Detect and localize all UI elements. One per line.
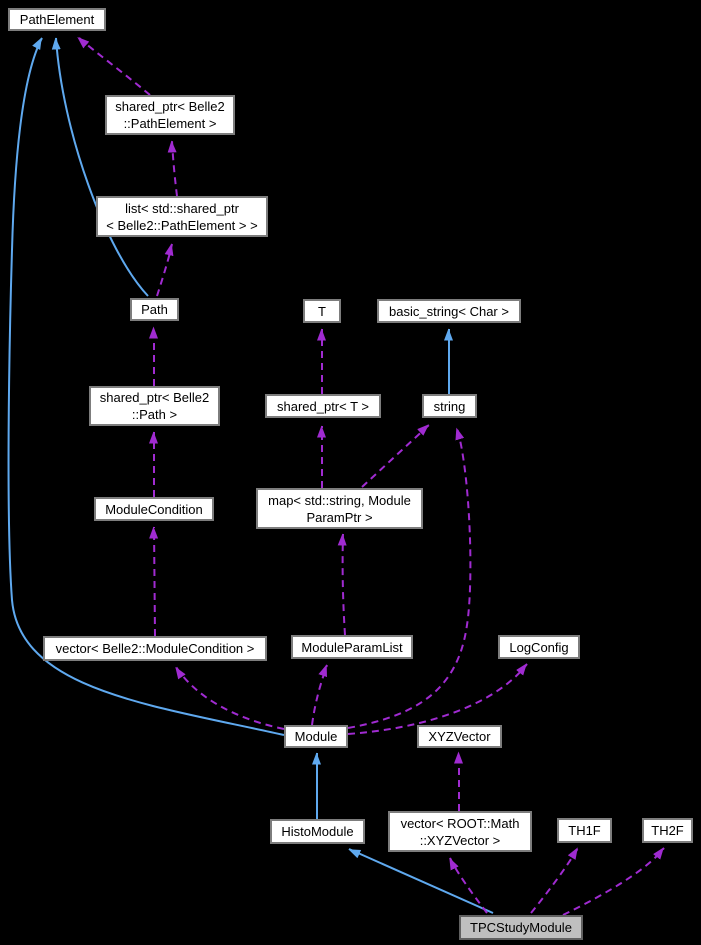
node-label: vector< Belle2::ModuleCondition > [55, 641, 255, 656]
node-label: T [318, 303, 326, 319]
edge-list-to-sharedptr-pathelement [167, 140, 178, 197]
edge-vector-modulecondition-to-modulecondition [149, 526, 159, 637]
node-logconfig[interactable]: LogConfig [498, 635, 580, 659]
edge-path-to-list [156, 243, 174, 297]
node-label: XYZVector [428, 729, 491, 744]
node-tpcstudymodule: TPCStudyModule [459, 915, 583, 940]
node-label: basic_string< Char > [389, 303, 509, 319]
node-label: ModuleParamList [301, 639, 403, 655]
node-th2f[interactable]: TH2F [642, 818, 693, 843]
edge-module-to-moduleparamlist [311, 664, 328, 726]
node-label: shared_ptr< Belle2 ::PathElement > [115, 99, 225, 131]
node-shared-ptr-pathelement[interactable]: shared_ptr< Belle2 ::PathElement > [105, 95, 235, 135]
node-label: TH1F [568, 823, 601, 838]
edge-module-to-string [347, 427, 472, 729]
node-xyzvector[interactable]: XYZVector [417, 725, 502, 748]
node-label: map< std::string, Module ParamPtr > [268, 492, 411, 525]
node-label: Path [141, 302, 168, 317]
edge-moduleparamlist-to-map [337, 533, 347, 636]
edge-sharedptr-pathelement-to-pathelement [77, 36, 151, 96]
edge-tpcstudymodule-to-vector-xyzvector [449, 857, 488, 914]
node-label: string [433, 398, 466, 414]
node-pathelement[interactable]: PathElement [8, 8, 106, 31]
edge-module-to-logconfig [347, 663, 528, 735]
node-label: LogConfig [509, 639, 569, 655]
node-shared-ptr-t[interactable]: shared_ptr< T > [265, 394, 381, 418]
edge-path-to-pathelement [51, 37, 149, 297]
node-label: shared_ptr< T > [276, 398, 370, 414]
edge-tpcstudymodule-to-histomodule [348, 848, 494, 914]
node-label: shared_ptr< Belle2 ::Path > [99, 390, 210, 422]
node-map-moduleparamptr[interactable]: map< std::string, Module ParamPtr > [256, 488, 423, 529]
edge-map-to-string [361, 424, 430, 488]
node-vector-xyzvector[interactable]: vector< ROOT::Math ::XYZVector > [388, 811, 532, 852]
node-label: vector< ROOT::Math ::XYZVector > [400, 815, 520, 848]
node-string[interactable]: string [422, 394, 477, 418]
node-label: PathElement [19, 12, 95, 27]
node-histomodule[interactable]: HistoModule [270, 819, 365, 844]
node-t[interactable]: T [303, 299, 341, 323]
node-label: Module [294, 729, 338, 744]
node-list-shared-ptr[interactable]: list< std::shared_ptr < Belle2::PathElem… [96, 196, 268, 237]
node-moduleparamlist[interactable]: ModuleParamList [291, 635, 413, 659]
node-vector-modulecondition[interactable]: vector< Belle2::ModuleCondition > [43, 636, 267, 661]
node-label: TPCStudyModule [470, 920, 572, 935]
edge-module-to-vector-modulecondition [175, 666, 285, 730]
node-modulecondition[interactable]: ModuleCondition [94, 497, 214, 521]
edge-module-to-pathelement [7, 37, 285, 736]
node-label: list< std::shared_ptr < Belle2::PathElem… [106, 200, 258, 233]
node-label: HistoModule [281, 824, 354, 839]
node-basic-string[interactable]: basic_string< Char > [377, 299, 521, 323]
node-shared-ptr-path[interactable]: shared_ptr< Belle2 ::Path > [89, 386, 220, 426]
node-module[interactable]: Module [284, 725, 348, 748]
edge-tpcstudymodule-to-th1f [530, 847, 579, 914]
node-label: ModuleCondition [105, 501, 203, 517]
node-th1f[interactable]: TH1F [557, 818, 612, 843]
edge-tpcstudymodule-to-th2f [562, 847, 665, 916]
node-label: TH2F [651, 823, 684, 838]
node-path[interactable]: Path [130, 298, 179, 321]
